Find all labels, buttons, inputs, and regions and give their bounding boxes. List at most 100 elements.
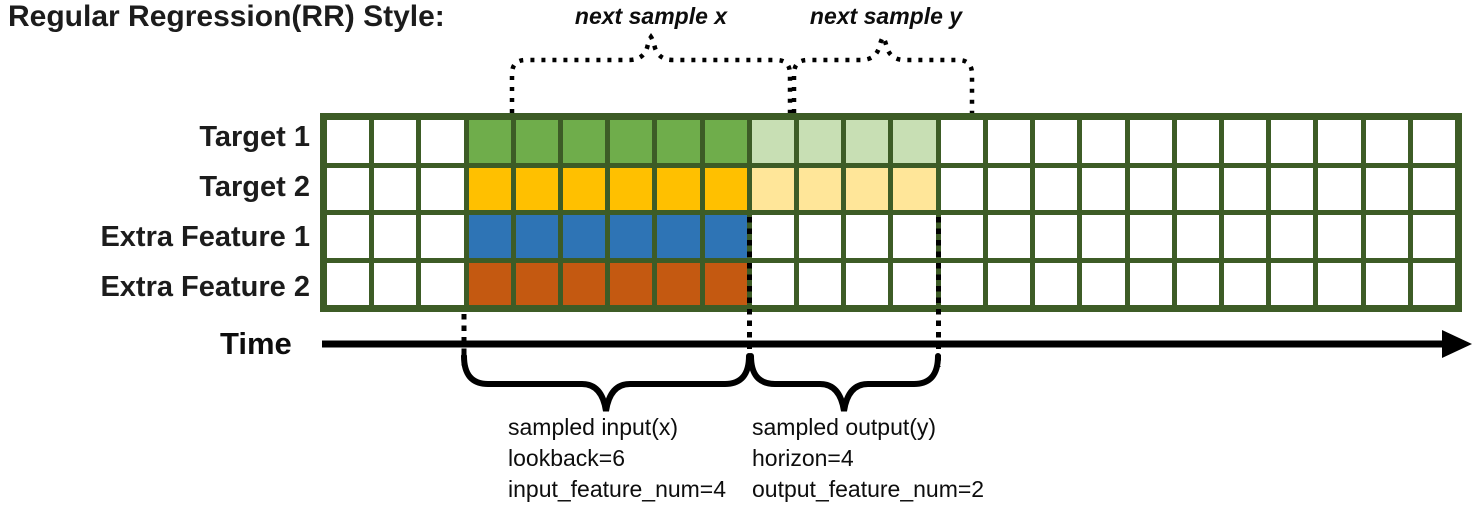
- grid-cell: [987, 120, 1031, 163]
- grid-cell: [1176, 167, 1219, 210]
- grid-cell: [1271, 215, 1314, 258]
- grid-cell: [1223, 120, 1267, 163]
- sampled-input-caption-line: sampled input(x): [508, 414, 679, 440]
- grid-cell: [1035, 120, 1078, 163]
- grid-cell: [657, 120, 700, 163]
- grid-cell: [1318, 215, 1361, 258]
- grid-cell: [940, 120, 983, 163]
- grid-cell: [1318, 120, 1361, 163]
- grid-cell: [468, 215, 511, 258]
- grid-cell: [1223, 167, 1267, 210]
- sampled-input-caption: sampled input(x) lookback=6 input_featur…: [508, 412, 726, 505]
- row-label-target-1: Target 1: [199, 121, 310, 154]
- grid-cell: [610, 215, 653, 258]
- grid-cell: [893, 215, 936, 258]
- next-sample-y-brace: [791, 32, 975, 113]
- grid-cell: [1271, 120, 1314, 163]
- grid-cell: [987, 167, 1031, 210]
- grid-cell: [1129, 262, 1172, 305]
- grid-cell: [421, 167, 464, 210]
- grid-cell: [563, 215, 606, 258]
- grid-cell: [374, 120, 417, 163]
- grid-cell: [327, 120, 370, 163]
- row-label-extra-feature-2: Extra Feature 2: [100, 270, 310, 303]
- grid-cell: [327, 262, 370, 305]
- grid-cell: [799, 215, 842, 258]
- grid-cell: [846, 120, 889, 163]
- grid-cell: [1271, 167, 1314, 210]
- grid-cell: [421, 120, 464, 163]
- grid-cell: [846, 215, 889, 258]
- grid-cell: [799, 120, 842, 163]
- grid-cell: [940, 262, 983, 305]
- grid-cell: [468, 167, 511, 210]
- sampled-output-caption: sampled output(y) horizon=4 output_featu…: [752, 412, 984, 505]
- grid-cell: [751, 167, 795, 210]
- sampled-input-caption-line: input_feature_num=4: [508, 476, 727, 502]
- grid-cell: [893, 167, 936, 210]
- grid-cell: [657, 215, 700, 258]
- grid-cell: [1412, 215, 1455, 258]
- grid-cell: [1035, 262, 1078, 305]
- grid-cell: [374, 215, 417, 258]
- grid-cell: [846, 262, 889, 305]
- diagram-title: Regular Regression(RR) Style:: [8, 0, 445, 33]
- grid-cell: [563, 167, 606, 210]
- grid-cell: [704, 215, 747, 258]
- grid-cell: [1365, 120, 1408, 163]
- grid-cell: [421, 215, 464, 258]
- grid-cell: [1082, 167, 1125, 210]
- grid-cell: [1223, 215, 1267, 258]
- grid-cell: [563, 262, 606, 305]
- grid-cell: [799, 262, 842, 305]
- grid-cell: [657, 167, 700, 210]
- sampled-output-caption-line: sampled output(y): [752, 414, 937, 440]
- grid-cell: [468, 120, 511, 163]
- grid-cell: [515, 215, 559, 258]
- grid-cell: [893, 262, 936, 305]
- grid-cell: [1176, 215, 1219, 258]
- grid-cell: [940, 215, 983, 258]
- grid-cell: [1129, 215, 1172, 258]
- time-axis-arrowhead-icon: [1442, 330, 1472, 358]
- grid-cell: [515, 120, 559, 163]
- grid-cell: [610, 167, 653, 210]
- grid-cell: [1176, 262, 1219, 305]
- grid-cell: [1412, 167, 1455, 210]
- grid-cell: [987, 215, 1031, 258]
- grid-cell: [751, 262, 795, 305]
- grid-cell: [704, 120, 747, 163]
- grid-cell: [1271, 262, 1314, 305]
- sampled-output-caption-line: horizon=4: [752, 445, 854, 471]
- sampled-input-caption-line: lookback=6: [508, 445, 625, 471]
- grid-cell: [1035, 215, 1078, 258]
- grid-cell: [1129, 167, 1172, 210]
- grid-cell: [1082, 120, 1125, 163]
- sample-grid: [320, 113, 1462, 312]
- grid-cell: [1035, 167, 1078, 210]
- grid-cell: [657, 262, 700, 305]
- grid-cell: [1365, 167, 1408, 210]
- grid-cell: [374, 262, 417, 305]
- sampled-output-caption-line: output_feature_num=2: [752, 476, 985, 502]
- grid-cell: [468, 262, 511, 305]
- grid-cell: [421, 262, 464, 305]
- grid-cell: [563, 120, 606, 163]
- grid-cell: [751, 215, 795, 258]
- grid-cell: [940, 167, 983, 210]
- grid-cell: [374, 167, 417, 210]
- grid-cell: [515, 262, 559, 305]
- grid-cell: [893, 120, 936, 163]
- grid-cell: [1412, 120, 1455, 163]
- grid-cell: [1082, 262, 1125, 305]
- grid-cell: [327, 215, 370, 258]
- grid-cell: [327, 167, 370, 210]
- grid-cell: [1365, 262, 1408, 305]
- grid-cell: [704, 167, 747, 210]
- grid-cell: [1223, 262, 1267, 305]
- grid-cell: [1318, 167, 1361, 210]
- grid-cell: [987, 262, 1031, 305]
